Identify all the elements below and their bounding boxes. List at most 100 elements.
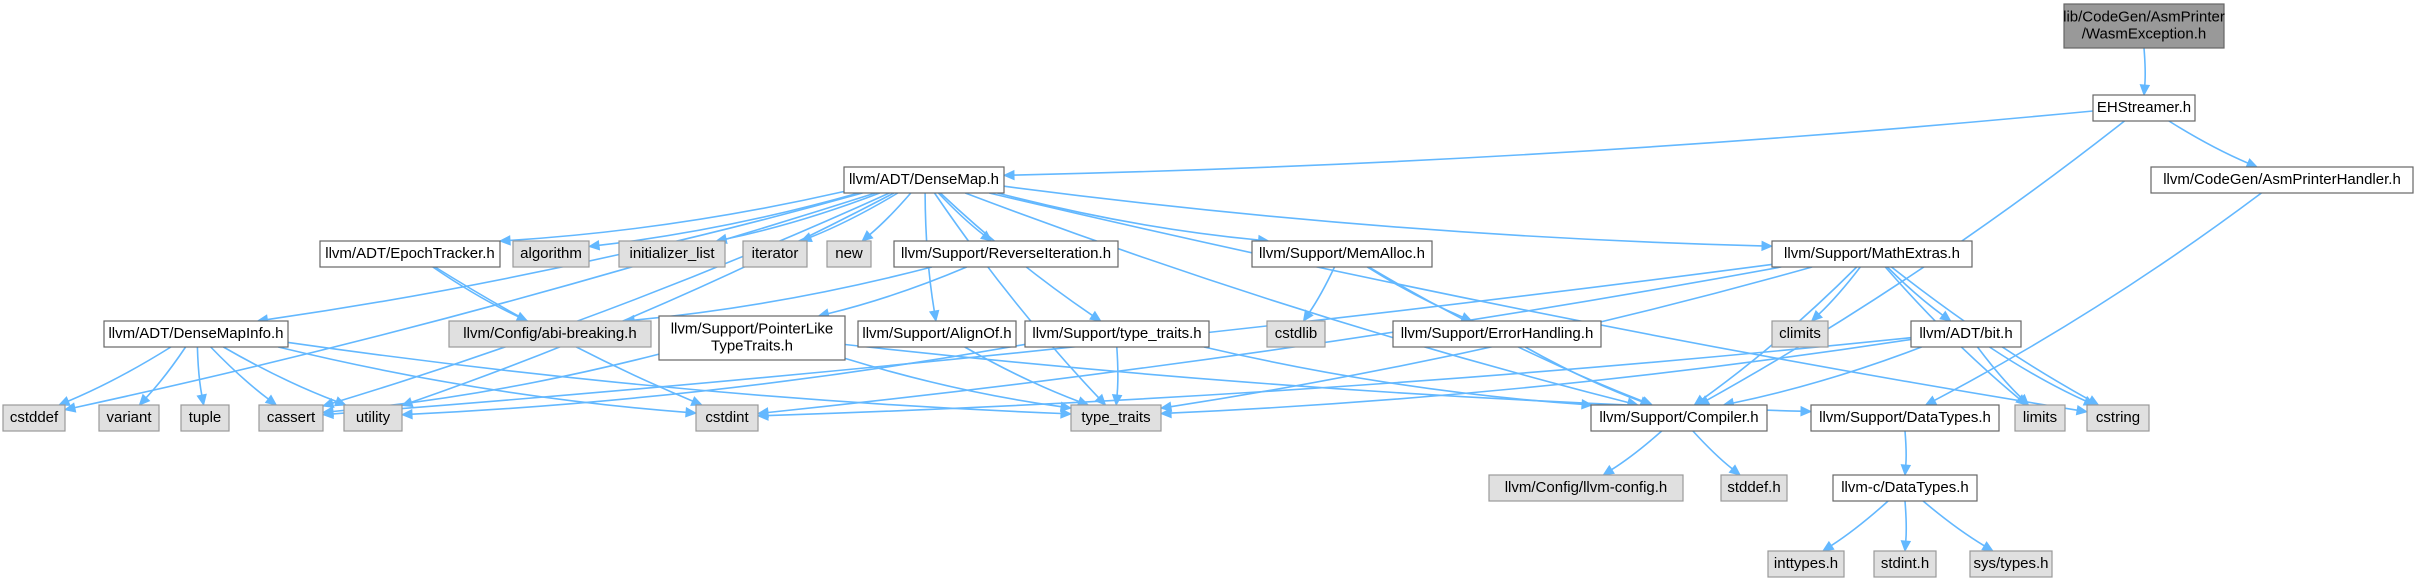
edge-cdatatypes-to-stdint [1900,500,1912,553]
node-box [2092,94,2196,122]
node-abibreaking[interactable]: llvm/Config/abi-breaking.h [448,320,652,348]
node-cstddef[interactable]: cstddef [2,404,66,432]
node-box [1767,550,1845,578]
node-type_traits[interactable]: type_traits [1070,404,1162,432]
node-layer: lib/CodeGen/AsmPrinter/WasmException.hEH… [2,3,2414,578]
node-typetraits_h[interactable]: llvm/Support/type_traits.h [1024,320,1210,348]
edge-reverseiteration-to-pointerlike [817,266,968,319]
node-label: algorithm [520,245,582,262]
edge-densemap-to-type_traits [933,192,1107,406]
node-ehstreamer[interactable]: EHStreamer.h [2092,94,2196,122]
edge-bit-to-limits [1976,346,2030,406]
edge-mathextras-to-cassert [321,263,1773,420]
node-datatypes[interactable]: llvm/Support/DataTypes.h [1810,404,2000,432]
node-cstdlib[interactable]: cstdlib [1266,320,1326,348]
node-limits[interactable]: limits [2014,404,2066,432]
node-label: inttypes.h [1774,555,1838,572]
node-compiler[interactable]: llvm/Support/Compiler.h [1590,404,1768,432]
edge-ehstreamer-to-densemap [1002,110,2094,181]
node-box [343,404,403,432]
node-label: llvm/Support/ErrorHandling.h [1401,325,1594,342]
node-box [1392,320,1602,348]
node-iterator[interactable]: iterator [742,240,808,268]
node-box [843,166,1005,194]
node-epochtracker[interactable]: llvm/ADT/EpochTracker.h [319,240,501,268]
node-stdint[interactable]: stdint.h [1873,550,1937,578]
node-label: llvm/Support/PointerLike [671,320,834,337]
node-box [826,240,872,268]
node-label: tuple [189,409,222,426]
node-label: llvm/Support/ReverseIteration.h [901,245,1111,262]
edge-densemapinfo-to-variant [138,346,187,406]
node-reverseiteration[interactable]: llvm/Support/ReverseIteration.h [893,240,1119,268]
node-box [1771,240,1973,268]
node-variant[interactable]: variant [98,404,160,432]
node-systypes[interactable]: sys/types.h [1969,550,2053,578]
node-box [2063,3,2225,49]
edge-cdatatypes-to-inttypes [1821,500,1889,552]
node-label: llvm/Config/llvm-config.h [1505,479,1668,496]
node-box [742,240,808,268]
node-box [98,404,160,432]
node-box [258,404,324,432]
edge-densemapinfo-to-utility [223,346,347,407]
node-memalloc[interactable]: llvm/Support/MemAlloc.h [1251,240,1433,268]
node-cstdint[interactable]: cstdint [695,404,759,432]
node-label: cstdlib [1275,325,1318,342]
node-label: iterator [752,245,799,262]
node-inttypes[interactable]: inttypes.h [1767,550,1845,578]
edge-cdatatypes-to-systypes [1922,500,1994,552]
node-utility[interactable]: utility [343,404,403,432]
node-label: llvm/Support/AlignOf.h [862,325,1011,342]
node-stddef[interactable]: stddef.h [1720,474,1788,502]
node-cdatatypes[interactable]: llvm-c/DataTypes.h [1832,474,1978,502]
edge-densemap-to-cassert [321,192,890,408]
edge-asmprinterhandler-to-datatypes [1924,192,2262,406]
node-label: utility [356,409,391,426]
edge-bit-to-compiler [1722,346,1922,409]
edge-typetraits_h-to-type_traits [1111,346,1123,407]
node-bit[interactable]: llvm/ADT/bit.h [1910,320,2022,348]
edge-ehstreamer-to-asmprinterhandler [2168,120,2259,168]
node-label: llvm/Support/MemAlloc.h [1259,245,1425,262]
node-asmprinterhandler[interactable]: llvm/CodeGen/AsmPrinterHandler.h [2150,166,2414,194]
edge-typetraits_h-to-compiler [1203,346,1594,410]
node-cstring[interactable]: cstring [2086,404,2150,432]
edge-densemapinfo-to-cassert [210,346,278,406]
node-label: llvm/Support/type_traits.h [1032,325,1201,342]
edge-densemapinfo-to-type_traits [287,341,1073,419]
node-box [103,320,289,348]
edge-bit-to-cstring [1989,346,2096,406]
edge-layer [57,47,2262,553]
node-label: TypeTraits.h [711,337,793,354]
node-box [857,320,1017,348]
edge-compiler-to-llvmconfig [1602,430,1663,476]
node-densemap[interactable]: llvm/ADT/DenseMap.h [843,166,1005,194]
node-box [1771,320,1829,348]
node-label: climits [1779,325,1821,342]
node-llvmconfig[interactable]: llvm/Config/llvm-config.h [1488,474,1684,502]
node-label: llvm-c/DataTypes.h [1841,479,1969,496]
node-label: new [835,245,863,262]
node-root[interactable]: lib/CodeGen/AsmPrinter/WasmException.h [2063,3,2225,49]
node-mathextras[interactable]: llvm/Support/MathExtras.h [1771,240,1973,268]
edge-densemapinfo-to-cstdint [278,346,698,418]
node-box [319,240,501,268]
node-alignof[interactable]: llvm/Support/AlignOf.h [857,320,1017,348]
node-box [1810,404,2000,432]
edge-mathextras-to-climits [1810,266,1861,322]
node-algorithm[interactable]: algorithm [512,240,590,268]
node-cassert[interactable]: cassert [258,404,324,432]
node-new[interactable]: new [826,240,872,268]
node-tuple[interactable]: tuple [180,404,230,432]
edge-densemapinfo-to-cstddef [57,346,172,406]
node-densemapinfo[interactable]: llvm/ADT/DenseMapInfo.h [103,320,289,348]
node-initializer_list[interactable]: initializer_list [618,240,726,268]
node-box [1832,474,1978,502]
node-climits[interactable]: climits [1771,320,1829,348]
node-box [2,404,66,432]
edge-compiler-to-stddef [1692,430,1742,476]
node-box [1488,474,1684,502]
node-errorhandling[interactable]: llvm/Support/ErrorHandling.h [1392,320,1602,348]
